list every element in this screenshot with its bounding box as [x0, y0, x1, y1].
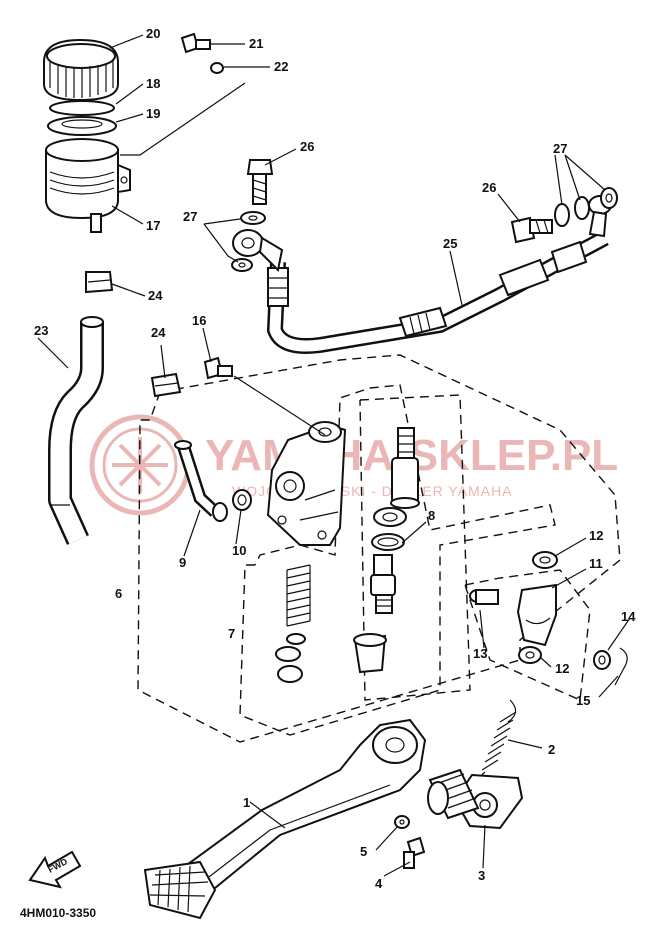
- callout-labels: 1 2 3 4 5 6 7 8 9 10 11 12 12 13 14 15 1…: [34, 26, 636, 891]
- union-bolts-and-washers: [231, 159, 618, 272]
- outline-assembly-6: [137, 354, 621, 743]
- o-ring: [232, 489, 252, 511]
- master-cylinder: [266, 421, 347, 546]
- callout-16: 16: [192, 313, 206, 328]
- mounting-bolt: [203, 356, 233, 380]
- callout-7: 7: [228, 626, 235, 641]
- callout-14: 14: [621, 609, 636, 624]
- callout-27-left: 27: [183, 209, 197, 224]
- outline-assembly-8: [359, 394, 471, 701]
- callout-12-upper: 12: [589, 528, 603, 543]
- pedal-shaft: [427, 768, 524, 830]
- callout-25: 25: [443, 236, 457, 251]
- brake-pedal: [143, 718, 427, 920]
- callout-27-right: 27: [553, 141, 567, 156]
- clevis-assembly: [469, 551, 628, 686]
- callout-8: 8: [428, 508, 435, 523]
- callout-26-right: 26: [482, 180, 496, 195]
- callout-17: 17: [146, 218, 160, 233]
- callout-5: 5: [360, 844, 367, 859]
- callout-26-upper: 26: [300, 139, 314, 154]
- reservoir-body: [45, 149, 119, 220]
- callout-9: 9: [179, 555, 186, 570]
- callout-2: 2: [548, 742, 555, 757]
- pedal-bolt: [394, 815, 426, 869]
- callout-24-lower: 24: [151, 325, 166, 340]
- callout-22: 22: [274, 59, 288, 74]
- bolt-and-washer-upper: [180, 32, 224, 74]
- watermark: YAMAHA-SKLEP.PL WOJCIECHOWSKI - DEALER Y…: [89, 414, 618, 516]
- drawing-code: 4HM010-3350: [20, 906, 96, 920]
- callout-3: 3: [478, 868, 485, 883]
- hose-clamp-lower: [150, 372, 182, 398]
- callout-19: 19: [146, 106, 160, 121]
- leader-lines: [37, 34, 631, 877]
- callout-13: 13: [473, 646, 487, 661]
- callout-18: 18: [146, 76, 160, 91]
- callout-23: 23: [34, 323, 48, 338]
- callout-4: 4: [375, 876, 383, 891]
- return-spring: [480, 699, 517, 785]
- outline-assembly-11: [464, 569, 591, 702]
- assembly-outlines: [137, 354, 621, 743]
- callout-11: 11: [589, 556, 603, 571]
- forward-direction-icon: FWD: [28, 850, 82, 889]
- hose-clamp-upper: [85, 271, 114, 294]
- callout-20: 20: [146, 26, 160, 41]
- callout-21: 21: [249, 36, 263, 51]
- reservoir-assembly: [43, 38, 131, 233]
- diaphragm: [49, 100, 115, 116]
- callout-24-upper: 24: [148, 288, 163, 303]
- outline-assembly-7: [239, 384, 556, 736]
- reservoir-hose: [48, 316, 104, 545]
- hose-joint: [174, 440, 228, 522]
- brake-hose: [232, 195, 612, 354]
- callout-6: 6: [115, 586, 122, 601]
- callout-12-lower: 12: [555, 661, 569, 676]
- callout-15: 15: [576, 693, 590, 708]
- piston-kit: [275, 427, 420, 683]
- callout-1: 1: [243, 795, 250, 810]
- callout-10: 10: [232, 543, 246, 558]
